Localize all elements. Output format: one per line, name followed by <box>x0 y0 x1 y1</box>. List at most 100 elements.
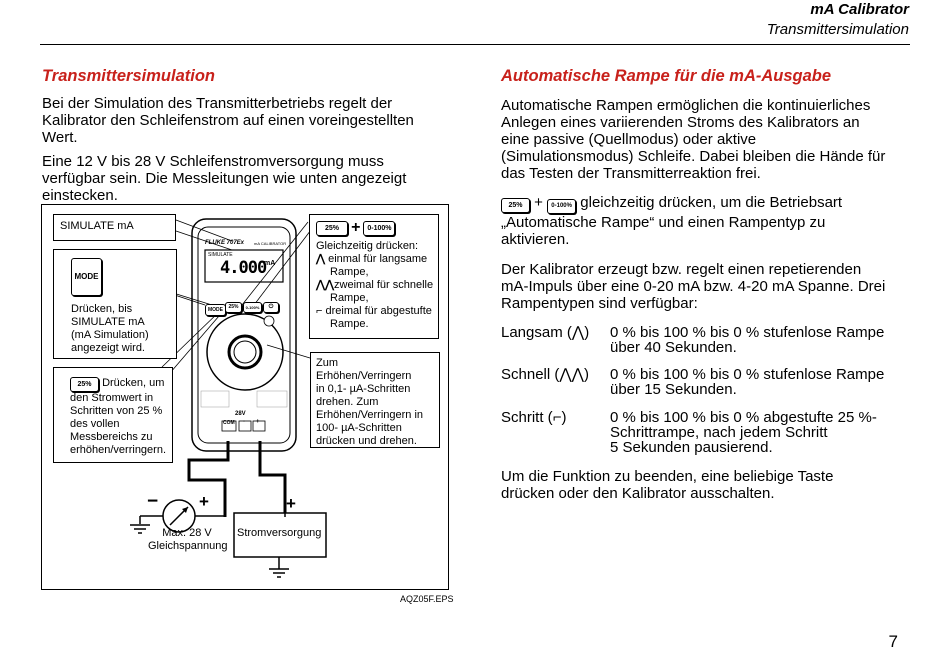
port-plus <box>252 420 266 432</box>
fast-ramp-icon: ⋀⋀ <box>316 279 335 292</box>
key-25: 25% <box>316 221 348 237</box>
voltmeter-plus: + <box>199 492 209 511</box>
header-rule <box>40 44 910 45</box>
text-line: Kalibrator den Schleifenstrom auf einen … <box>42 112 414 129</box>
text-line: 0 % bis 100 % bis 0 % stufenlose Rampe <box>610 324 885 341</box>
left-para-2: Eine 12 V bis 28 V Schleifenstromversorg… <box>42 153 442 204</box>
text-line: verfügbar sein. Die Messleitungen wie un… <box>42 170 407 187</box>
diagram-lines <box>107 218 327 578</box>
text-line: zweimal für schnelle <box>334 279 434 292</box>
ramp-fast: Schnell (⋀⋀) <box>501 367 589 382</box>
text-line: Rampe, <box>330 266 369 279</box>
meter-mode-button[interactable]: MODE <box>205 304 226 316</box>
text-line: Rampe, <box>330 292 369 305</box>
ramp-name: Langsam ( <box>501 324 572 341</box>
text-line: angezeigt wird. <box>71 342 145 354</box>
voltmeter-label: Max. 28 V Gleichspannung <box>148 527 228 553</box>
right-para-1: Automatische Rampen ermöglichen die kont… <box>501 97 921 182</box>
mode-key: MODE <box>71 258 102 296</box>
port-com <box>221 420 237 432</box>
meter-model-label: mA CALIBRATOR <box>254 241 287 246</box>
page-number: 7 <box>888 632 898 651</box>
text-line: Wert. <box>42 129 78 146</box>
meter-mode-label: SIMULATE <box>208 252 233 258</box>
port-label: 28V <box>235 411 246 417</box>
header-title: mA Calibrator <box>810 1 909 18</box>
ex-badge <box>263 315 275 327</box>
meter-power-button[interactable]: ⏻ <box>263 302 279 313</box>
text-line: Erhöhen/Verringern in <box>316 409 424 421</box>
simulate-label: SIMULATE mA <box>60 220 134 232</box>
text-line: Zum Erhöhen/Verringern <box>316 357 412 382</box>
key-0-100: 0-100% <box>547 199 577 214</box>
text-line: Max. 28 V <box>162 527 212 539</box>
power-supply-box <box>233 512 327 558</box>
text-line: 0 % bis 100 % bis 0 % stufenlose Rampe <box>610 366 885 383</box>
knob-callout: Zum Erhöhen/Verringern in 0,1- µA-Schrit… <box>310 352 440 448</box>
text-line: eine passive (Quellmodus) oder aktive <box>501 131 757 148</box>
text-line: des vollen <box>70 418 120 430</box>
supply-plus: + <box>286 494 296 513</box>
left-heading: Transmittersimulation <box>42 67 215 85</box>
ramp-close: ) <box>584 324 590 341</box>
text-line: dreimal für abgestufte <box>325 305 432 318</box>
text-line: Rampentypen sind verfügbar: <box>501 295 698 312</box>
key-25: 25% <box>70 377 99 392</box>
slow-ramp-icon: ⋀ <box>571 324 585 341</box>
text-line: das Testen der Transmitterreaktion frei. <box>501 165 761 182</box>
meter-25-button[interactable]: 25% <box>225 302 242 313</box>
slow-ramp-icon: ⋀ <box>316 253 326 266</box>
ramp-step-desc: 0 % bis 100 % bis 0 % abgestufte 25 %- S… <box>610 410 877 455</box>
text-line: aktivieren. <box>501 231 570 248</box>
header-subtitle: Transmittersimulation <box>766 21 909 38</box>
right-para-4: Um die Funktion zu beenden, eine beliebi… <box>501 468 921 502</box>
figure-id: AQZ05F.EPS <box>400 594 454 604</box>
text-line: mA-Impuls über eine 0-20 mA bzw. 4-20 mA… <box>501 278 886 295</box>
step-ramp-icon: ⌐ <box>552 409 562 426</box>
text-line: „Automatische Rampe“ und einen Rampentyp… <box>501 214 826 231</box>
plus-sign: + <box>534 194 543 211</box>
text-line: erhöhen/verringern. <box>70 444 167 456</box>
right-para-2: 25% + 0-100% gleichzeitig drücken, um di… <box>501 194 921 248</box>
text-line: Anlegen eines variierenden Stroms des Ka… <box>501 114 860 131</box>
port-plus-label: + <box>256 419 260 425</box>
simulate-label-box: SIMULATE mA <box>53 214 176 241</box>
port-com-label: COM <box>223 420 235 426</box>
text-line: einstecken. <box>42 187 118 204</box>
ramp-fast-desc: 0 % bis 100 % bis 0 % stufenlose Rampe ü… <box>610 367 884 397</box>
step-first-line: 25% Drücken, um <box>70 377 167 392</box>
ramp-keys: 25% + 0-100% <box>316 220 432 237</box>
text-line: Schrittrampe, nach jedem Schritt <box>610 424 828 441</box>
text-line: Drücken, bis <box>71 303 133 315</box>
key-25: 25% <box>501 198 530 213</box>
text-line: 5 Sekunden pausierend. <box>610 439 773 456</box>
text-line: drehen. Zum <box>316 396 379 408</box>
port-minus <box>238 420 252 432</box>
fast-ramp-icon: ⋀⋀ <box>559 366 584 383</box>
text-line: gleichzeitig drücken, um die Betriebsart <box>580 194 843 211</box>
port-minus-label: - <box>243 419 245 425</box>
meter-0-100-button[interactable]: 0-100% <box>243 302 262 313</box>
key-0-100: 0-100% <box>363 221 396 237</box>
ramp-intro: Gleichzeitig drücken: <box>316 240 419 253</box>
text-line: Rampe. <box>330 318 369 331</box>
text-line: Eine 12 V bis 28 V Schleifenstromversorg… <box>42 153 384 170</box>
text-line: SIMULATE mA <box>71 316 145 328</box>
meter-reading: 4.000 <box>220 258 267 278</box>
text-line: drücken und drehen. <box>316 435 417 447</box>
text-line: über 40 Sekunden. <box>610 339 737 356</box>
text-line: Automatische Rampen ermöglichen die kont… <box>501 97 871 114</box>
text-line: Drücken, um <box>102 377 165 389</box>
text-line: 0 % bis 100 % bis 0 % abgestufte 25 %- <box>610 409 877 426</box>
left-para-1: Bei der Simulation des Transmitterbetrie… <box>42 95 442 146</box>
text-line: Messbereichs zu <box>70 431 153 443</box>
voltmeter-minus: − <box>147 491 159 512</box>
right-heading: Automatische Rampe für die mA-Ausgabe <box>501 67 832 85</box>
step-ramp-icon: ⌐ <box>316 305 323 318</box>
text-line: über 15 Sekunden. <box>610 381 737 398</box>
text-line: einmal für langsame <box>328 253 428 266</box>
mode-text: Drücken, bis SIMULATE mA (mA Simulation)… <box>71 303 149 355</box>
ramp-step: Schritt (⌐) <box>501 410 566 425</box>
text-line: 100- µA-Schritten <box>316 422 402 434</box>
text-line: Der Kalibrator erzeugt bzw. regelt einen… <box>501 261 862 278</box>
